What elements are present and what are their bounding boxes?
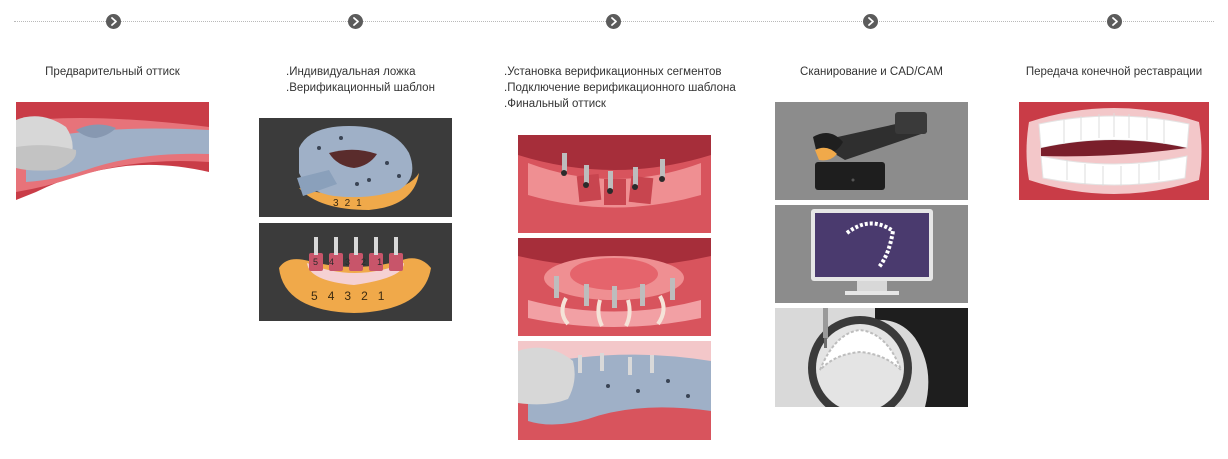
verification-segments-image (518, 135, 711, 233)
step-5-caption-line-1: Передача конечной реставрации (1025, 66, 1203, 78)
step-3-caption: .Установка верификационных сегментов .По… (504, 64, 736, 112)
timeline-step-5-marker[interactable] (1107, 14, 1122, 29)
tray-digit-labels: 321 (333, 198, 368, 209)
process-timeline (0, 0, 1228, 44)
segment-digit-labels: 54321 (313, 257, 393, 267)
template-digit-labels: 54321 (311, 289, 394, 303)
segment-digit: 2 (361, 257, 378, 267)
step-3-caption-line-2: .Подключение верификационного шаблона (504, 82, 736, 94)
timeline-step-4-marker[interactable] (863, 14, 878, 29)
template-digit: 2 (361, 289, 378, 303)
step-3-caption-line-1: .Установка верификационных сегментов (504, 66, 722, 78)
template-digit: 3 (344, 289, 362, 303)
chevron-right-icon (868, 17, 874, 26)
segment-digit: 5 (313, 257, 330, 267)
step-4-caption-line-1: Сканирование и CAD/CAM (800, 66, 943, 78)
preliminary-impression-image (16, 102, 209, 200)
template-digit: 5 (311, 289, 328, 303)
timeline-step-1-marker[interactable] (106, 14, 121, 29)
segment-digit: 1 (377, 257, 394, 267)
chevron-right-icon (353, 17, 359, 26)
template-digit: 4 (327, 289, 345, 303)
timeline-step-2-marker[interactable] (348, 14, 363, 29)
step-5-caption: Передача конечной реставрации (1019, 64, 1209, 80)
step-2-caption-line-1: .Индивидуальная ложка (286, 66, 416, 78)
tray-digit: 1 (356, 198, 368, 209)
tray-digit: 3 (333, 198, 345, 209)
step-1-caption: Предварительный оттиск (16, 64, 209, 80)
segment-digit: 3 (345, 257, 362, 267)
step-3-caption-line-3: .Финальный оттиск (504, 98, 606, 110)
step-1-caption-line-1: Предварительный оттиск (45, 66, 180, 78)
step-2-caption-line-2: .Верификационный шаблон (286, 82, 435, 94)
milling-machine-image (775, 308, 968, 407)
tray-digit: 2 (344, 198, 357, 209)
chevron-right-icon (111, 17, 117, 26)
final-restoration-image (1019, 102, 1209, 200)
verification-template-image: 54321 54321 (259, 223, 452, 321)
template-digit: 1 (377, 289, 395, 303)
segment-digit: 4 (329, 257, 346, 267)
step-4-caption: Сканирование и CAD/CAM (775, 64, 968, 80)
step-2-caption: .Индивидуальная ложка .Верификационный ш… (286, 64, 435, 96)
chevron-right-icon (611, 17, 617, 26)
scanner-image (775, 102, 968, 200)
template-connection-image (518, 238, 711, 336)
final-impression-image (518, 341, 711, 440)
cad-monitor-image (775, 205, 968, 303)
chevron-right-icon (1112, 17, 1118, 26)
custom-tray-image: 321 (259, 118, 452, 217)
timeline-step-3-marker[interactable] (606, 14, 621, 29)
